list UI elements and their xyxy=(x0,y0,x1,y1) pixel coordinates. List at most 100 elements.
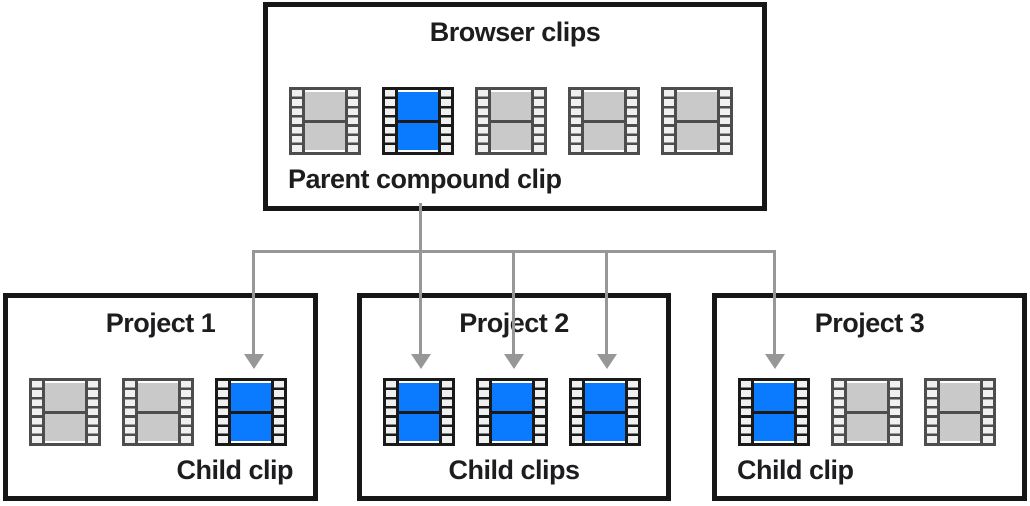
film-frames xyxy=(489,381,535,443)
film-frames xyxy=(228,381,274,443)
film-frame xyxy=(492,383,532,411)
film-frames xyxy=(937,381,983,443)
film-frame xyxy=(754,383,794,411)
clip-icon xyxy=(29,378,101,446)
film-frame xyxy=(940,410,980,441)
compound-clip-icon xyxy=(476,378,548,446)
film-frame xyxy=(231,383,271,411)
film-sprockets xyxy=(534,90,544,152)
arrowhead-down-icon xyxy=(411,354,431,369)
connector-line-project3 xyxy=(773,250,776,356)
film-sprockets xyxy=(983,381,993,443)
project3-title: Project 3 xyxy=(814,308,925,338)
film-frame xyxy=(138,410,178,441)
film-frame xyxy=(138,383,178,411)
film-sprockets xyxy=(627,90,637,152)
compound-clip-icon xyxy=(215,378,287,446)
film-frame xyxy=(399,410,439,441)
film-sprockets xyxy=(664,90,674,152)
clip-icon xyxy=(475,87,547,155)
film-frame xyxy=(398,92,438,120)
compound-clip-icon xyxy=(569,378,641,446)
film-sprockets xyxy=(797,381,807,443)
arrowhead-down-icon xyxy=(504,354,524,369)
film-frames xyxy=(396,381,442,443)
film-frames xyxy=(674,90,720,152)
film-frame xyxy=(398,119,438,150)
film-frames xyxy=(844,381,890,443)
connector-line-project2-clip1 xyxy=(419,250,422,356)
clip-icon xyxy=(289,87,361,155)
project1-clips-row xyxy=(29,378,287,446)
film-sprockets xyxy=(535,381,545,443)
film-frame xyxy=(585,410,625,441)
clip-icon xyxy=(924,378,996,446)
film-sprockets xyxy=(571,90,581,152)
film-frames xyxy=(302,90,348,152)
film-frames xyxy=(488,90,534,152)
compound-clip-icon xyxy=(738,378,810,446)
film-frame xyxy=(584,92,624,120)
film-frame xyxy=(940,383,980,411)
film-frames xyxy=(135,381,181,443)
project3-child-clip-label: Child clip xyxy=(737,455,854,485)
film-frame xyxy=(677,92,717,120)
film-frame xyxy=(305,119,345,150)
film-sprockets xyxy=(125,381,135,443)
film-frames xyxy=(42,381,88,443)
film-sprockets xyxy=(274,381,284,443)
clip-icon xyxy=(568,87,640,155)
project2-clips-row xyxy=(383,378,641,446)
arrowhead-down-icon xyxy=(597,354,617,369)
film-sprockets xyxy=(218,381,228,443)
project1-title: Project 1 xyxy=(105,308,216,338)
film-frame xyxy=(847,383,887,411)
film-sprockets xyxy=(181,381,191,443)
film-frame xyxy=(45,410,85,441)
film-sprockets xyxy=(628,381,638,443)
film-sprockets xyxy=(32,381,42,443)
film-sprockets xyxy=(88,381,98,443)
film-frame xyxy=(677,119,717,150)
film-sprockets xyxy=(348,90,358,152)
film-sprockets xyxy=(720,90,730,152)
project2-child-clips-label: Child clips xyxy=(448,455,580,485)
project1-child-clip-label: Child clip xyxy=(176,455,294,485)
film-frame xyxy=(491,92,531,120)
film-sprockets xyxy=(927,381,937,443)
project3-box: Project 3 Child clip xyxy=(712,293,1027,501)
browser-clips-row xyxy=(289,87,733,155)
clip-icon xyxy=(661,87,733,155)
film-frame xyxy=(231,410,271,441)
project1-box: Project 1 Child clip xyxy=(3,293,318,501)
film-frame xyxy=(585,383,625,411)
film-frames xyxy=(395,90,441,152)
film-sprockets xyxy=(292,90,302,152)
compound-clip-icon xyxy=(383,378,455,446)
browser-clips-box: Browser clips Parent compound clip xyxy=(263,2,767,211)
film-frames xyxy=(581,90,627,152)
compound-clip-icon xyxy=(382,87,454,155)
film-sprockets xyxy=(442,381,452,443)
film-frame xyxy=(305,92,345,120)
film-frame xyxy=(847,410,887,441)
arrowhead-down-icon xyxy=(765,354,785,369)
parent-compound-clip-label: Parent compound clip xyxy=(288,164,562,194)
film-sprockets xyxy=(741,381,751,443)
film-sprockets xyxy=(441,90,451,152)
project3-clips-row xyxy=(738,378,996,446)
film-sprockets xyxy=(572,381,582,443)
film-frame xyxy=(584,119,624,150)
film-sprockets xyxy=(834,381,844,443)
project2-box: Project 2 Child clips xyxy=(357,293,671,501)
film-sprockets xyxy=(479,381,489,443)
film-frame xyxy=(399,383,439,411)
film-frame xyxy=(45,383,85,411)
film-frame xyxy=(754,410,794,441)
arrowhead-down-icon xyxy=(244,354,264,369)
film-frames xyxy=(751,381,797,443)
clip-icon xyxy=(831,378,903,446)
film-sprockets xyxy=(890,381,900,443)
browser-clips-title: Browser clips xyxy=(429,17,601,47)
connector-line-project2-clip3 xyxy=(605,250,608,356)
